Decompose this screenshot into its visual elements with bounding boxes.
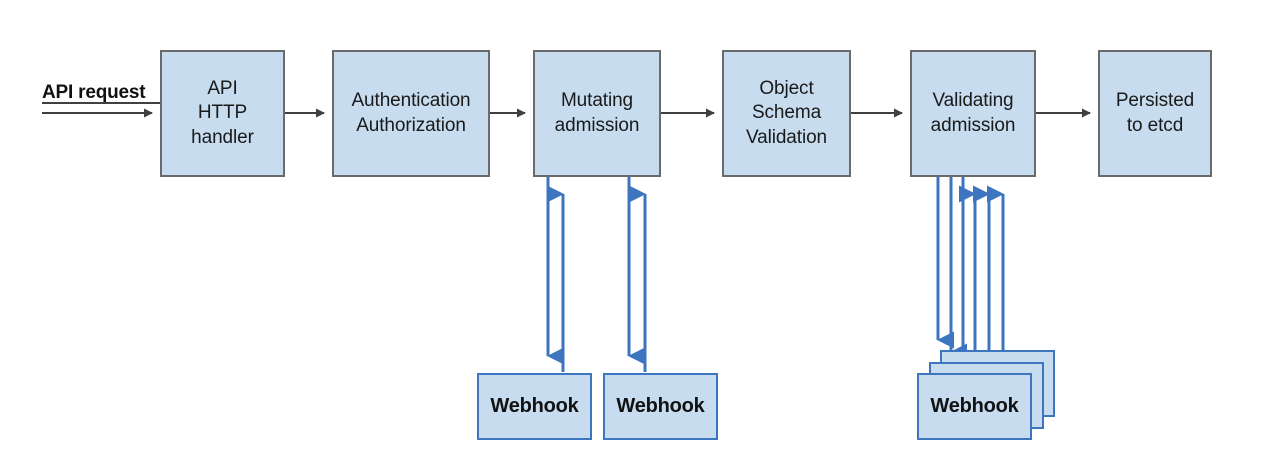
stage-box-object-schema-validation[interactable]: Object Schema Validation: [722, 50, 851, 177]
webhook-box-mutating-1[interactable]: Webhook: [477, 373, 592, 440]
arrow-entry-to-api-http-handler: [42, 102, 160, 118]
stage-box-validating-admission[interactable]: Validating admission: [910, 50, 1036, 177]
stage-box-authentication-authorization[interactable]: Authentication Authorization: [332, 50, 490, 177]
stage-box-mutating-admission[interactable]: Mutating admission: [533, 50, 661, 177]
webhook-box-mutating-2[interactable]: Webhook: [603, 373, 718, 440]
entry-label-api-request: API request: [42, 82, 146, 103]
stage-box-api-http-handler[interactable]: API HTTP handler: [160, 50, 285, 177]
webhook-box-validating-stack-front[interactable]: Webhook: [917, 373, 1032, 440]
stage-box-persisted-to-etcd[interactable]: Persisted to etcd: [1098, 50, 1212, 177]
